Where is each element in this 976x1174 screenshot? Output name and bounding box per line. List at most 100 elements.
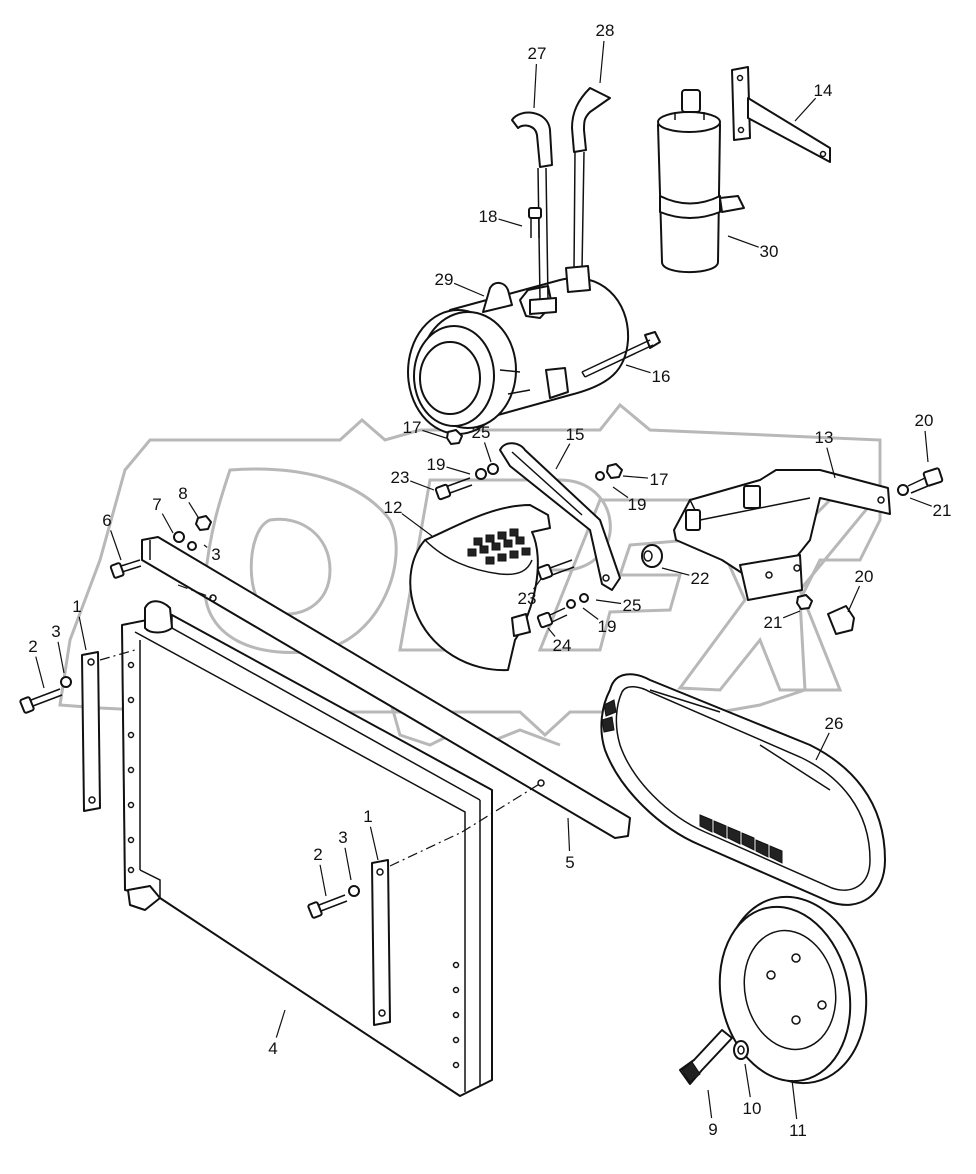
callout-number: 15: [566, 425, 585, 444]
callout-c21a: 21: [909, 497, 952, 520]
callout-number: 27: [528, 44, 547, 63]
callout-number: 30: [760, 242, 779, 261]
callout-leader: [275, 1009, 286, 1038]
callout-c15: 15: [555, 425, 585, 470]
condenser-core: [121, 600, 493, 1097]
callout-number: 18: [479, 207, 498, 226]
callout-leader: [727, 235, 759, 248]
callout-c25a: 25: [472, 423, 492, 463]
callout-c19b: 19: [612, 486, 646, 514]
callout-leader: [567, 817, 571, 852]
fitting-18: [528, 207, 542, 238]
callout-leader: [782, 610, 801, 619]
belt-guard-grille: [467, 528, 531, 565]
washer-19-bottom: [566, 599, 576, 609]
callout-c5: 5: [565, 817, 575, 872]
nut-17-left: [446, 429, 463, 445]
callout-c1a: 1: [72, 597, 87, 651]
callout-c19a: 19: [427, 455, 471, 475]
callout-number: 11: [789, 1121, 807, 1140]
callout-leader: [794, 97, 817, 122]
callout-leader: [744, 1063, 751, 1098]
washer-7: [173, 531, 185, 543]
callout-c27: 27: [528, 44, 547, 109]
bolt-23-top: [434, 477, 473, 501]
callout-number: 17: [403, 418, 422, 437]
callout-number: 16: [652, 367, 671, 386]
callout-leader: [446, 466, 471, 475]
callout-number: 2: [313, 845, 322, 864]
compressor: [407, 277, 630, 435]
callout-c3c: 3: [338, 828, 352, 881]
callout-leader: [625, 364, 651, 374]
callout-c14: 14: [794, 81, 833, 122]
hose-27: [511, 111, 553, 301]
bolt-23-bottom: [536, 559, 575, 581]
callout-number: 13: [815, 428, 834, 447]
callout-c11: 11: [789, 1079, 807, 1140]
adjusting-strap: [499, 442, 621, 591]
callout-leader: [533, 578, 542, 590]
washer-19-top: [475, 468, 487, 480]
bolt-9: [679, 1029, 733, 1085]
callout-c23a: 23: [391, 468, 435, 491]
bracket-14: [731, 66, 831, 163]
bolt-20-bottom: [827, 605, 855, 635]
callout-number: 21: [933, 501, 952, 520]
callout-number: 7: [152, 495, 161, 514]
callout-c2b: 2: [313, 845, 327, 897]
callout-leader: [547, 627, 556, 637]
callout-leader: [612, 486, 629, 499]
callout-leader: [369, 826, 379, 861]
mounting-strap-left: [81, 651, 101, 812]
callout-c13: 13: [815, 428, 836, 479]
callout-number: 17: [650, 470, 669, 489]
alignment-lines: [99, 584, 542, 867]
callout-c7: 7: [152, 495, 174, 534]
callout-c1b: 1: [363, 807, 379, 861]
callout-number: 22: [691, 569, 710, 588]
belt-guard: [409, 504, 551, 672]
callout-leader: [555, 443, 571, 470]
callout-number: 26: [825, 714, 844, 733]
callout-c26: 26: [815, 714, 844, 761]
callout-leader: [57, 641, 65, 674]
bolt-2-left: [19, 688, 63, 714]
callout-c4: 4: [268, 1009, 286, 1058]
bolt-16: [581, 331, 661, 378]
washer-21-top: [897, 484, 909, 496]
callout-leader: [344, 847, 352, 881]
callout-number: 5: [565, 853, 574, 872]
callout-c17b: 17: [622, 470, 669, 489]
callout-number: 28: [596, 21, 615, 40]
washer-25-bottom: [579, 593, 589, 603]
callout-layer: 1122333456789101112131415161717181919192…: [28, 21, 951, 1140]
callout-c17a: 17: [403, 418, 447, 439]
bolt-6: [109, 559, 142, 579]
callout-number: 25: [472, 423, 491, 442]
callout-leader: [203, 544, 208, 548]
callout-number: 20: [855, 567, 874, 586]
hose-fittings: [529, 265, 591, 315]
callout-c28: 28: [596, 21, 615, 84]
washer-10: [733, 1040, 749, 1060]
callout-number: 3: [51, 622, 60, 641]
spacer-22: [641, 544, 663, 568]
callout-c23b: 23: [518, 578, 542, 608]
callout-leader: [707, 1089, 713, 1119]
callout-number: 4: [268, 1039, 277, 1058]
callout-c20a: 20: [915, 411, 934, 463]
callout-c22: 22: [661, 567, 710, 588]
callout-leader: [422, 429, 447, 439]
callout-c25b: 25: [595, 596, 641, 615]
callout-leader: [661, 567, 690, 576]
hose-28: [571, 87, 611, 271]
callout-number: 20: [915, 411, 934, 430]
callout-number: 10: [743, 1099, 762, 1118]
callout-leader: [533, 63, 537, 109]
callout-leader: [110, 530, 122, 561]
callout-number: 12: [384, 498, 403, 517]
callout-number: 14: [814, 81, 833, 100]
callout-c20b: 20: [847, 567, 874, 613]
callout-leader: [791, 1079, 798, 1120]
